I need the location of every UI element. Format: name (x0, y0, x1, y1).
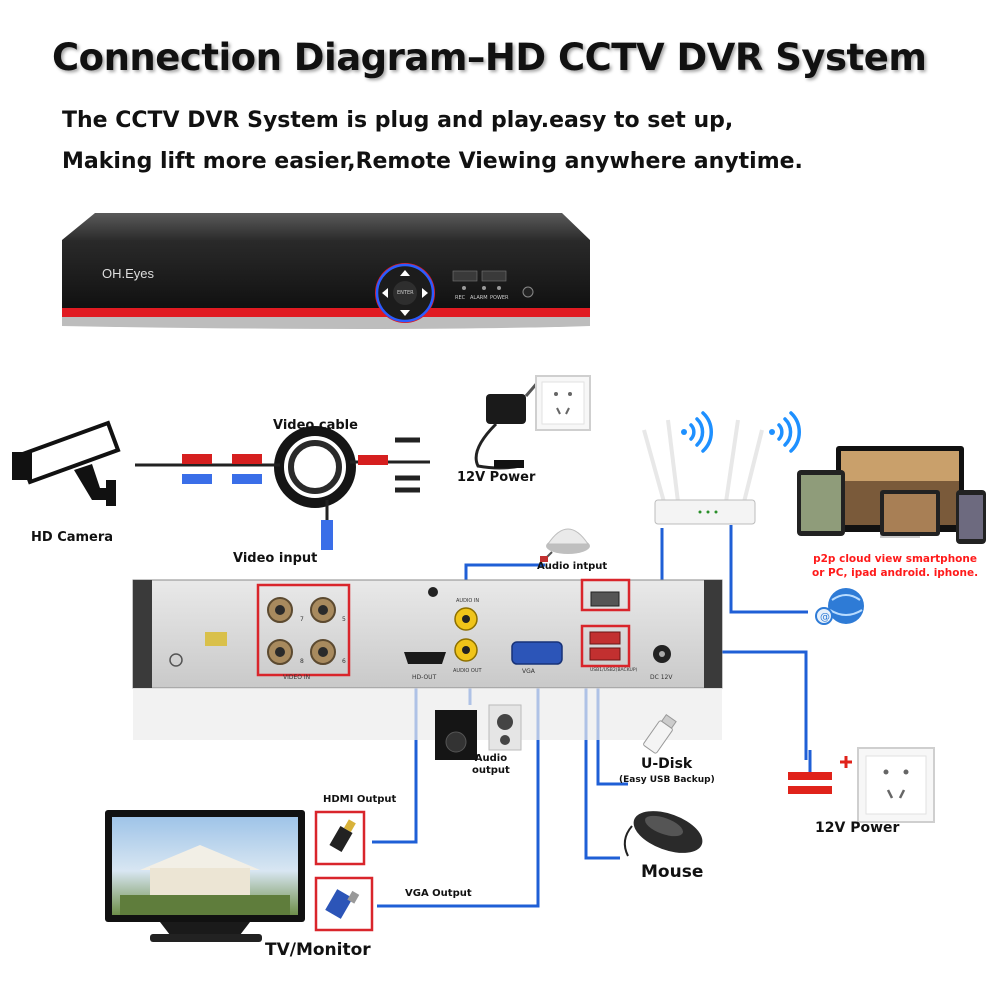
tv-monitor-label: TV/Monitor (265, 940, 371, 960)
udisk-note: (Easy USB Backup) (619, 775, 715, 785)
mouse-icon (623, 811, 703, 857)
wifi-router (642, 419, 764, 525)
remote-devices (797, 446, 986, 544)
internet-globe-icon: @ (815, 588, 864, 625)
hdmi-output-label: HDMI Output (323, 794, 397, 805)
rear-audio-out-label: AUDIO OUT (453, 668, 482, 674)
battery-icon (788, 750, 852, 794)
dvr-front-unit (62, 213, 590, 329)
audio-output-label: Audio output (472, 753, 510, 776)
power-right-label: 12V Power (815, 820, 900, 836)
power-adapter (474, 381, 540, 470)
video-cable (135, 426, 430, 550)
power-top-label: 12V Power (457, 470, 536, 485)
rear-hdmi-label: HD-OUT (412, 674, 437, 681)
channel-6: 6 (342, 658, 346, 665)
dvr-rear-panel (132, 578, 723, 740)
dvr-brand: OH.Eyes (102, 266, 155, 281)
vga-output-label: VGA Output (405, 888, 472, 899)
svg-text:@: @ (820, 612, 830, 623)
wifi-signal-right (769, 411, 801, 453)
rear-vga-label: VGA (522, 668, 535, 675)
wall-socket-top (535, 375, 591, 431)
bnc-ports (267, 597, 336, 665)
wifi-signal-left (681, 411, 713, 453)
speakers (435, 704, 522, 760)
rear-video-in-label: VIDEO IN (283, 674, 311, 681)
subtitle-line-2: Making lift more easier,Remote Viewing a… (62, 149, 803, 174)
usb-disk-icon (643, 714, 677, 754)
enter-button[interactable]: ENTER (397, 290, 414, 296)
audio-input-label: Audio intput (537, 561, 608, 572)
rear-usb-label: USB1/USB2(BACKUP) (590, 668, 638, 673)
indicator-power: POWER (490, 295, 509, 301)
rear-dc-label: DC 12V (650, 674, 673, 681)
channel-7: 7 (300, 616, 304, 623)
video-cable-label: Video cable (273, 418, 358, 433)
hd-camera (12, 420, 121, 506)
vga-wire (377, 660, 540, 908)
subtitle-line-1: The CCTV DVR System is plug and play.eas… (62, 108, 734, 133)
page-title: Connection Diagram–HD CCTV DVR System (52, 36, 927, 79)
video-input-label: Video input (233, 551, 318, 566)
channel-5: 5 (342, 616, 346, 623)
hdmi-cable-icon (314, 810, 366, 866)
indicator-alarm: ALARM (470, 295, 488, 301)
hd-camera-label: HD Camera (31, 530, 114, 545)
udisk-label: U-Disk (641, 756, 693, 772)
microphone (540, 528, 590, 562)
tv-monitor (105, 810, 305, 942)
internet-wire (729, 525, 808, 614)
vga-cable-icon (314, 876, 374, 932)
indicator-rec: REC (455, 295, 466, 301)
mouse-label: Mouse (641, 862, 704, 882)
rear-audio-in-label: AUDIO IN (456, 598, 480, 604)
channel-8: 8 (300, 658, 304, 665)
wall-socket-right (857, 747, 935, 823)
p2p-label: p2p cloud view smartphone or PC, ipad an… (812, 553, 979, 579)
